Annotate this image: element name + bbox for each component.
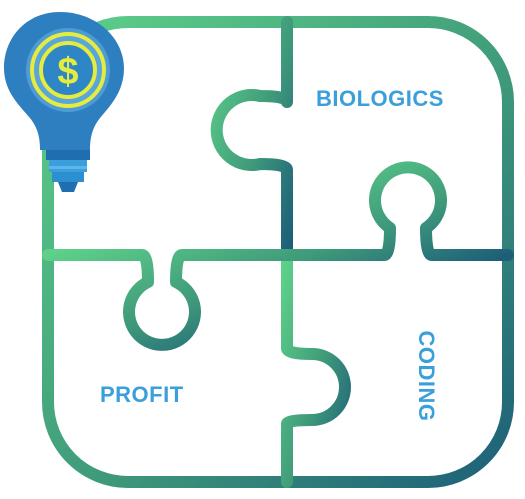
right-horizontal-seam xyxy=(281,161,514,261)
bulb-collar xyxy=(46,150,90,160)
piece-label-coding: CODING xyxy=(414,330,439,422)
dollar-symbol: $ xyxy=(57,51,78,93)
left-horizontal-seam xyxy=(42,249,293,351)
bulb-inner-ring xyxy=(39,41,97,99)
piece-label-profit: PROFIT xyxy=(100,382,184,407)
bulb-screw-stripe xyxy=(49,166,87,169)
bulb-screw-lower xyxy=(52,172,84,182)
lower-vertical-seam xyxy=(281,249,351,488)
bulb-tip xyxy=(58,182,78,192)
upper-vertical-seam xyxy=(210,16,293,261)
piece-label-biologics: BIOLOGICS xyxy=(316,86,444,111)
lightbulb-dollar-icon: $ xyxy=(4,12,124,192)
